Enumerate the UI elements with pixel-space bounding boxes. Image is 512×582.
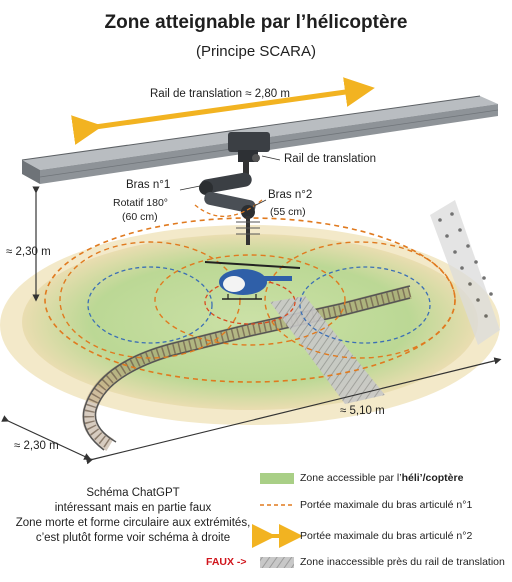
reference-strip (430, 200, 500, 345)
depth-label: ≈ 2,30 m (14, 440, 59, 452)
helicopter (204, 261, 301, 300)
legend-green-swatch (260, 473, 294, 484)
legend-green-text: Zone accessible par l’héli’/coptère (300, 472, 464, 484)
reach-circle-inner-left (87, 266, 213, 344)
rail-length-arrow (71, 77, 375, 145)
height-label: ≈ 2,30 m (6, 246, 51, 258)
legend-orange-text: Portée maximale du bras articulé n°1 (300, 499, 473, 511)
width-dimension-line (85, 357, 502, 465)
scara-arm-1 (199, 160, 252, 195)
legend-grey-swatch (260, 557, 294, 568)
chatgpt-note: Schéma ChatGPT intéressant mais en parti… (2, 486, 264, 546)
arm1-length-label: (60 cm) (122, 211, 158, 223)
legend-yellow-text: Portée maximale du bras articulé n°2 (300, 530, 473, 542)
faux-label: FAUX -> (206, 556, 247, 568)
arm2-label: Bras n°2 (268, 189, 313, 201)
rail-label: Rail de translation (284, 153, 377, 165)
arm2-length-label: (55 cm) (270, 206, 306, 218)
note-line-2: intéressant mais en partie faux (54, 502, 212, 514)
depth-dimension-line (1, 415, 92, 460)
note-line-4: c’est plutôt forme voir schéma à droite (35, 532, 231, 544)
reach-circle-inner-right (299, 266, 431, 344)
page-title: Zone atteignable par l’hélicoptère (104, 12, 408, 33)
arm1-rotation-label: Rotatif 180° (113, 197, 168, 209)
arm1-label: Bras n°1 (126, 179, 171, 191)
legend-grey-text: Zone inaccessible près du rail de transl… (300, 556, 505, 568)
width-label: ≈ 5,10 m (340, 405, 385, 417)
page-subtitle: (Principe SCARA) (195, 43, 317, 60)
scara-arm-2 (204, 191, 260, 245)
note-line-1: Schéma ChatGPT (86, 487, 180, 499)
accessible-zone (22, 234, 478, 410)
rail-length-label: Rail de translation ≈ 2,80 m (150, 88, 290, 100)
rail-carriage (228, 132, 270, 162)
note-line-3: Zone morte et forme circulaire aux extré… (15, 517, 251, 529)
reach-circle-center (154, 254, 346, 346)
